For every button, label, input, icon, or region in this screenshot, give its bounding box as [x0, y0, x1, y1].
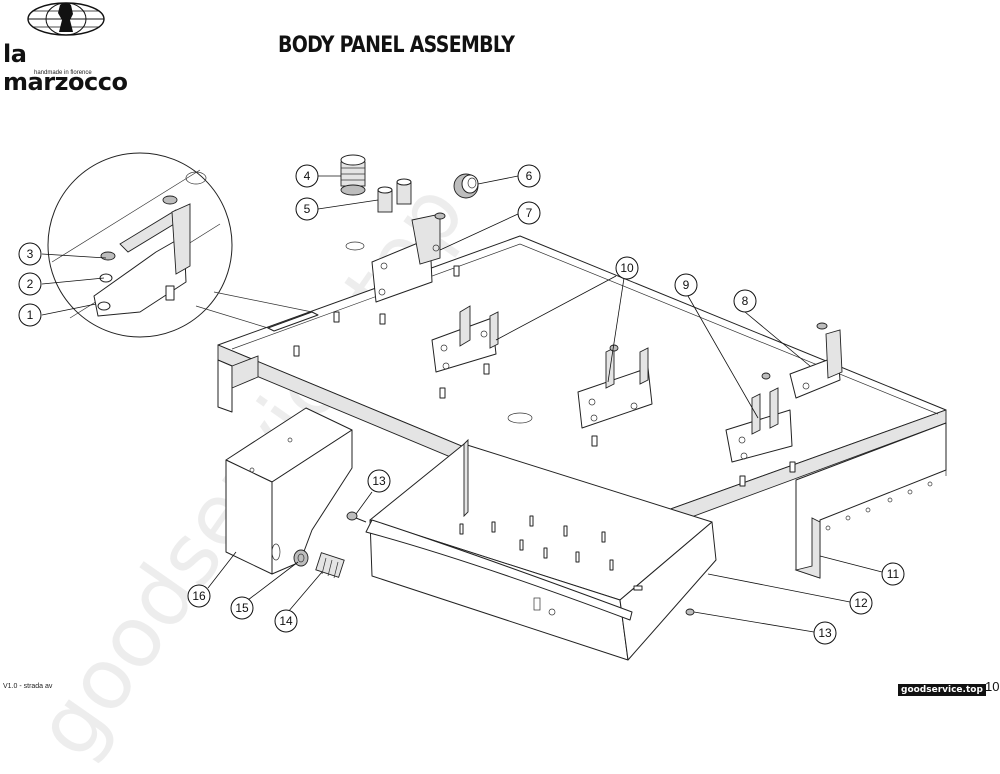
- callout-9: 9: [674, 273, 698, 297]
- callout-10: 10: [615, 256, 639, 280]
- bracket-10-right: [577, 344, 653, 429]
- version-label: V1.0 - strada av: [3, 683, 53, 690]
- callout-6: 6: [517, 164, 541, 188]
- callout-8: 8: [733, 289, 757, 313]
- callout-15: 15: [230, 596, 254, 620]
- page-number: 10: [985, 679, 1000, 694]
- screw-13-lower: [685, 608, 695, 616]
- pegs: [293, 265, 796, 487]
- detail-view: [47, 152, 313, 338]
- callout-label: 13: [372, 474, 386, 488]
- hose-fitting-14: [315, 552, 345, 579]
- callout-label: 3: [27, 247, 34, 261]
- callout-label: 11: [887, 567, 900, 581]
- bracket-10-left: [431, 305, 499, 373]
- callout-label: 8: [742, 294, 749, 308]
- callout-14: 14: [274, 609, 298, 633]
- callout-2: 2: [18, 272, 42, 296]
- screw-13-upper: [346, 511, 367, 523]
- leader-lines: [41, 175, 883, 633]
- callout-3: 3: [18, 242, 42, 266]
- callout-label: 16: [192, 589, 206, 603]
- callout-12: 12: [849, 591, 873, 615]
- globe-lion-icon: [27, 2, 105, 36]
- callout-label: 5: [304, 202, 311, 216]
- callout-4: 4: [295, 164, 319, 188]
- callout-label: 12: [854, 596, 868, 610]
- bracket-7: [371, 212, 446, 303]
- callout-16: 16: [187, 584, 211, 608]
- fitting-5: [377, 178, 412, 213]
- callout-label: 6: [526, 169, 533, 183]
- callout-label: 14: [279, 614, 293, 628]
- page-title: BODY PANEL ASSEMBLY: [278, 33, 515, 58]
- callout-11: 11: [881, 562, 905, 586]
- callout-label: 9: [683, 278, 690, 292]
- callout-label: 13: [818, 626, 832, 640]
- callout-label: 4: [304, 169, 311, 183]
- bracket-8: [789, 322, 843, 399]
- cable-gland-4: [340, 154, 366, 196]
- brand-logo: la marzocco handmade in florence: [0, 0, 140, 96]
- cover-box-16: [225, 407, 353, 575]
- callout-13-upper: 13: [367, 469, 391, 493]
- callout-1: 1: [18, 303, 42, 327]
- callout-13-lower: 13: [813, 621, 837, 645]
- callout-label: 15: [235, 601, 249, 615]
- callout-label: 10: [620, 261, 634, 275]
- callout-label: 7: [526, 206, 533, 220]
- site-badge: goodservice.top: [898, 684, 986, 696]
- brand-tagline: handmade in florence: [34, 70, 92, 76]
- drip-tray-12: [365, 438, 717, 661]
- cable-gland-6: [453, 173, 479, 199]
- exploded-view-drawing: 1 2 3 4 5 6 7 8 9 10 11 12 13 13 14 15 1…: [18, 152, 947, 661]
- brand-name: la marzocco: [3, 40, 128, 96]
- callout-5: 5: [295, 197, 319, 221]
- callout-label: 2: [27, 277, 34, 291]
- tray-pegs: [459, 515, 614, 571]
- callout-7: 7: [517, 201, 541, 225]
- callout-label: 1: [27, 308, 34, 322]
- side-holes: [825, 481, 933, 531]
